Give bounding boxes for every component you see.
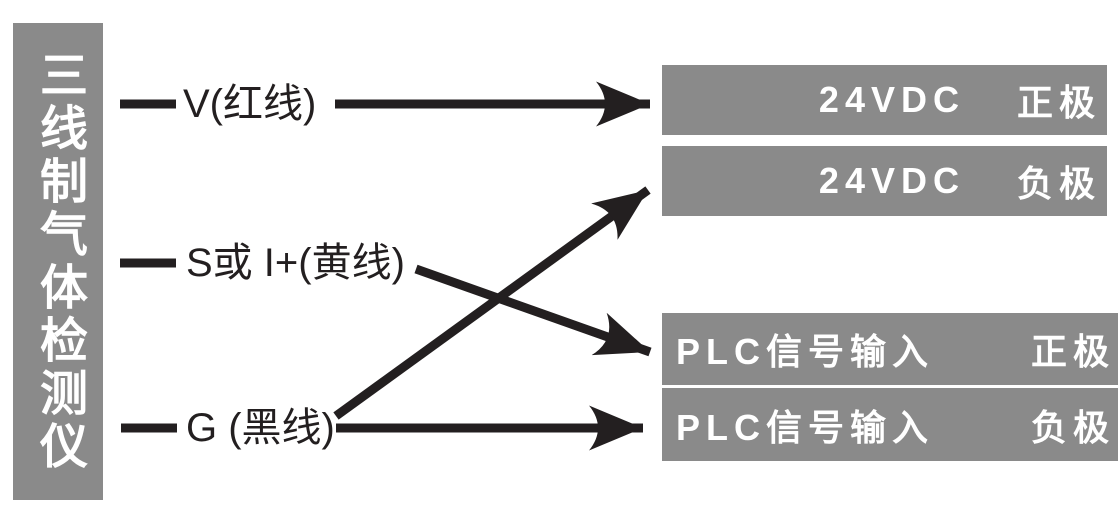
- terminal-polarity: 负极: [1016, 163, 1101, 204]
- wire-label-g: G (黑线): [186, 406, 335, 450]
- terminal-polarity: 正极: [1030, 331, 1115, 372]
- terminal-label: 24VDC: [818, 160, 965, 201]
- terminal-24vdc-positive: 24VDC 正极: [662, 65, 1107, 135]
- terminal-plc-positive: PLC信号输入 正极: [662, 313, 1118, 385]
- device-title: 三线制气体检测仪: [32, 49, 85, 474]
- terminal-polarity: 正极: [1016, 82, 1101, 123]
- terminal-label: 24VDC: [818, 79, 965, 120]
- arrow-g-to-24vdc-negative: [333, 186, 651, 420]
- wire-label-s: S或 I+(黄线): [186, 241, 405, 285]
- wire-label-v: V(红线): [183, 82, 317, 126]
- terminal-24vdc-negative: 24VDC 负极: [662, 146, 1107, 216]
- device-panel: 三线制气体检测仪: [13, 23, 103, 500]
- terminal-label: PLC信号输入: [676, 406, 935, 448]
- terminal-label: PLC信号输入: [676, 331, 935, 372]
- arrow-s-to-plc-positive: [414, 264, 652, 357]
- terminal-plc-negative: PLC信号输入 负极: [662, 388, 1118, 461]
- terminal-polarity: 负极: [1030, 406, 1115, 448]
